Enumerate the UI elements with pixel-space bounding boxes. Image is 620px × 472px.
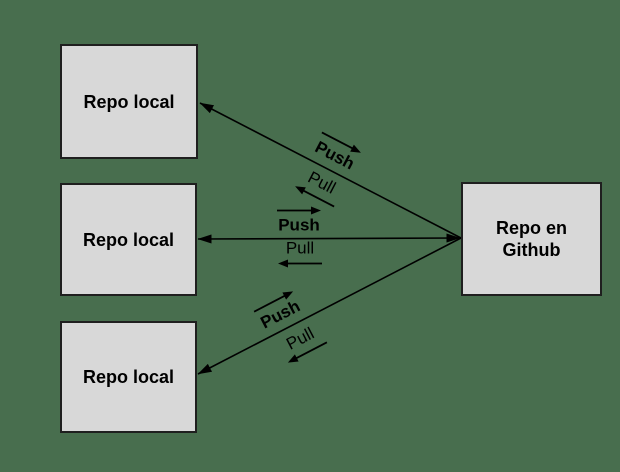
node-repo-local-middle-label: Repo local (82, 229, 175, 250)
push-direction-arrow-icon (321, 131, 361, 153)
edge-label-bottom-push: Push (251, 287, 305, 334)
edge-label-top-push: Push (310, 128, 364, 175)
node-repo-local-bottom-label: Repo local (82, 367, 175, 387)
edge-label-middle-push: Push (276, 206, 322, 235)
edge-label-top-pull: Pull (292, 165, 346, 212)
node-repo-local-bottom: Repo local (60, 321, 197, 433)
push-direction-arrow-icon (277, 206, 321, 215)
node-repo-local-top: Repo local (60, 44, 198, 159)
pull-direction-arrow-icon (287, 341, 328, 363)
edge-label-text: Push (278, 215, 320, 235)
pull-direction-arrow-icon (295, 186, 335, 208)
push-direction-arrow-icon (253, 291, 294, 313)
node-repo-github-label: Repo en Github (495, 218, 567, 260)
edge-label-bottom-pull: Pull (276, 321, 330, 368)
edge-label-text: Pull (285, 238, 315, 258)
node-repo-local-top-label: Repo local (83, 91, 175, 112)
connector-top-local-github (199, 102, 462, 239)
connector-middle-local-github (197, 233, 461, 244)
pull-direction-arrow-icon (278, 259, 322, 268)
node-repo-github: Repo en Github (461, 182, 602, 296)
node-repo-local-middle: Repo local (60, 183, 197, 296)
connector-bottom-local-github (197, 237, 462, 375)
edge-label-middle-pull: Pull (277, 238, 323, 269)
